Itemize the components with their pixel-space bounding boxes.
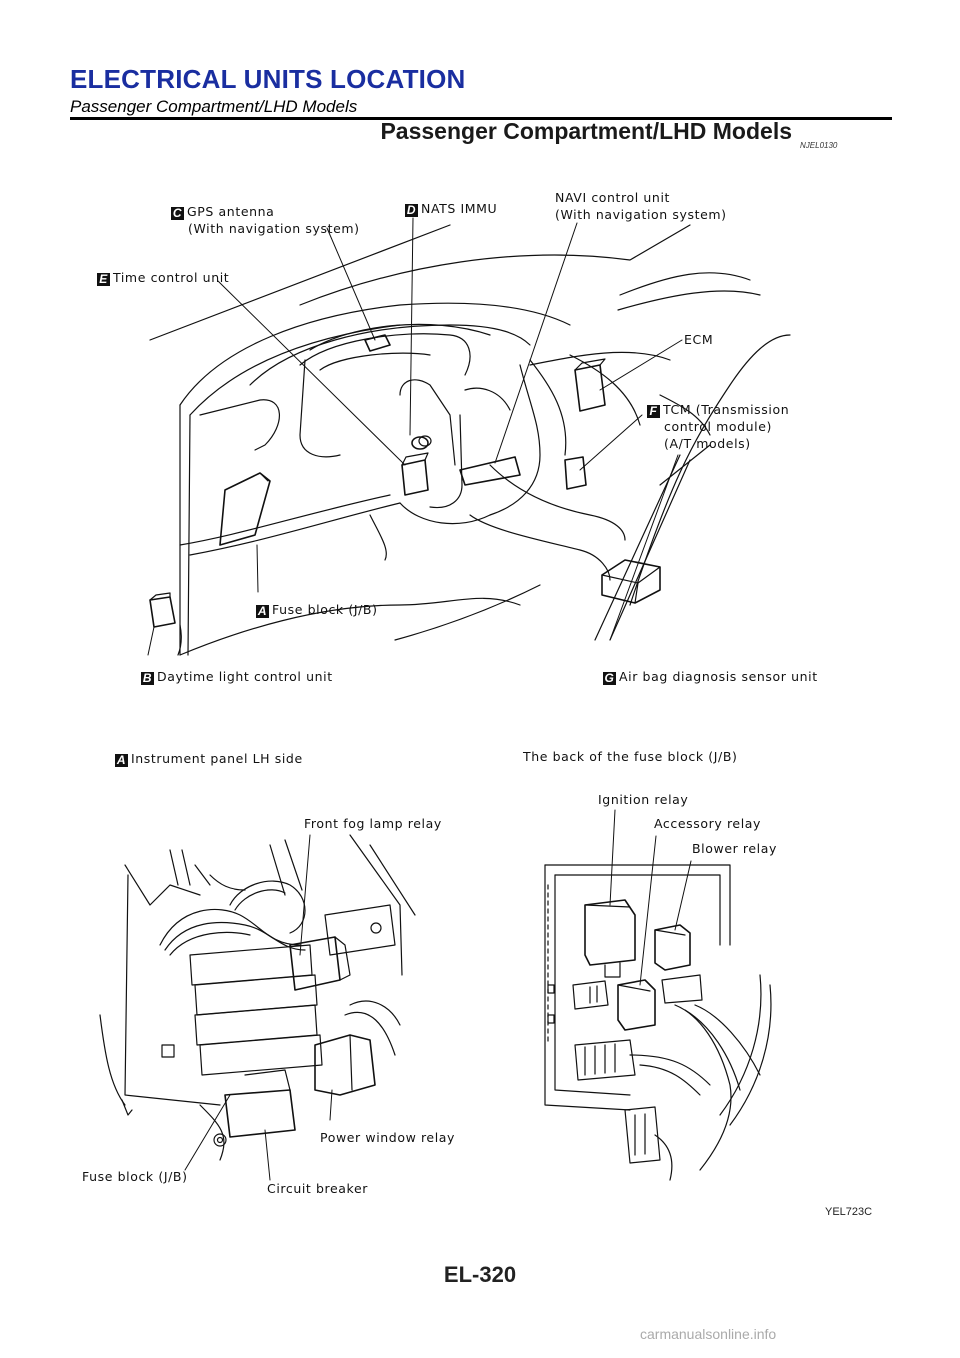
badge-d: D	[405, 203, 418, 217]
watermark: carmanualsonline.info	[640, 1326, 777, 1342]
label-back-of-fuse-block: The back of the fuse block (J/B)	[523, 749, 738, 764]
badge-e: E	[97, 273, 110, 286]
label-circuit-breaker: Circuit breaker	[267, 1181, 368, 1196]
page-number: EL-320	[443, 1262, 517, 1287]
label-front-fog-lamp-relay: Front fog lamp relay	[304, 816, 442, 831]
figure-code: YEL723C	[825, 1206, 873, 1218]
section-title: Passenger Compartment/LHD Models	[380, 118, 792, 144]
diagram-drawing	[99, 217, 791, 1181]
header-subtitle: Passenger Compartment/LHD Models	[70, 97, 358, 116]
badge-b: B	[141, 671, 154, 685]
badge-f: F	[647, 405, 660, 418]
lh-leader-lines	[184, 834, 333, 1181]
header-rule	[70, 117, 892, 120]
badge-a: A	[256, 604, 269, 618]
dashboard-illustration	[149, 224, 791, 656]
label-blower-relay: Blower relay	[692, 841, 778, 856]
header-title: ELECTRICAL UNITS LOCATION	[70, 64, 466, 94]
page-header: ELECTRICAL UNITS LOCATION Passenger Comp…	[70, 64, 892, 117]
fuse-back-leader-lines	[609, 809, 692, 986]
lh-panel-illustration	[99, 834, 416, 1161]
badge-a-lower: A	[115, 753, 128, 767]
fuse-block-back-illustration	[544, 864, 772, 1181]
badge-g: G	[603, 671, 616, 685]
label-navi-control-unit: NAVI control unit(With navigation system…	[555, 190, 727, 222]
label-ignition-relay: Ignition relay	[598, 792, 689, 807]
label-ecm: ECM	[684, 332, 714, 347]
badge-c: C	[171, 206, 184, 220]
reference-code: NJEL0130	[800, 141, 838, 150]
label-fuse-block-lower: Fuse block (J/B)	[82, 1169, 188, 1184]
upper-leader-lines	[147, 217, 683, 656]
label-power-window-relay: Power window relay	[320, 1130, 456, 1145]
label-accessory-relay: Accessory relay	[654, 816, 762, 831]
